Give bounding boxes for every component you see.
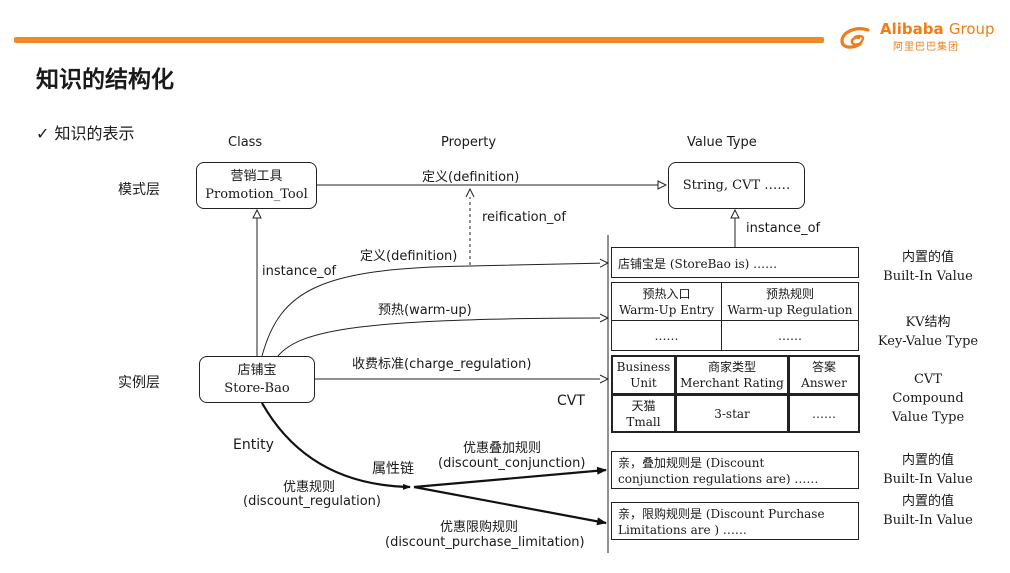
kv-value-1: …… (611, 320, 722, 351)
header-accent-bar (14, 37, 824, 43)
node-promotion-tool-en: Promotion_Tool (205, 186, 308, 202)
note-cvt-l3: Value Type (891, 410, 965, 425)
cvt-cell-3-star-text: 3-star (714, 406, 750, 421)
node-store-bao-en: Store-Bao (224, 380, 290, 396)
column-value-type: Value Type (687, 135, 757, 150)
kv-header-1-en: Warm-Up Entry (618, 302, 715, 317)
logo-subtitle: 阿里巴巴集团 (893, 42, 959, 53)
cvt-cell-tmall-l2: Tmall (626, 414, 661, 429)
cvt-cell-tmall-l1: 天猫 (631, 398, 656, 413)
note-cvt-l2: Compound (892, 391, 964, 406)
value-storebao-is-text: 店铺宝是 (StoreBao is) …… (618, 257, 778, 271)
column-property: Property (441, 135, 497, 150)
note-builtin-3-zh: 内置的值 (901, 494, 954, 509)
layer-schema: 模式层 (118, 182, 160, 198)
value-discount-purchase-l2: Limitations are ) …… (618, 523, 747, 537)
edge-discount-regulation-zh: 优惠规则 (283, 480, 336, 495)
edge-charge-regulation: 收费标准(charge_regulation) (352, 357, 532, 372)
cvt-header-merchant-rating-l1: 商家类型 (707, 360, 756, 374)
edge-instance-of-right: instance_of (746, 221, 821, 236)
node-promotion-tool: 营销工具 Promotion_Tool (196, 162, 317, 209)
edge-reification-of: reification_of (482, 210, 566, 225)
kv-header-2: 预热规则 Warm-up Regulation (721, 282, 859, 321)
note-cvt-l1: CVT (913, 372, 942, 387)
cvt-header-answer: 答案 Answer (788, 355, 860, 395)
value-discount-conjunction: 亲，叠加规则是 (Discount conjunction regulation… (611, 451, 859, 489)
note-builtin-2: 内置的值 Built-In Value (873, 451, 983, 489)
cvt-header-business-unit-l2: Unit (630, 376, 657, 390)
kv-header-1: 预热入口 Warm-Up Entry (611, 282, 722, 321)
note-builtin-3-en: Built-In Value (883, 513, 973, 528)
kv-value-2: …… (721, 320, 859, 351)
cvt-header-merchant-rating: 商家类型 Merchant Rating (675, 355, 789, 395)
value-discount-conjunction-l2: conjunction regulations are) …… (618, 472, 819, 486)
node-value-type: String, CVT …… (668, 162, 805, 209)
cvt-cell-ellipsis: …… (788, 394, 860, 433)
edge-discount-purchase-zh: 优惠限购规则 (440, 520, 519, 535)
note-builtin-2-zh: 内置的值 (901, 453, 954, 468)
column-class: Class (228, 135, 263, 150)
kv-header-2-zh: 预热规则 (765, 286, 814, 301)
cvt-header-answer-l2: Answer (801, 376, 847, 390)
kv-value-2-text: …… (778, 328, 802, 343)
note-builtin-1: 内置的值 Built-In Value (873, 248, 983, 286)
cvt-header-merchant-rating-l2: Merchant Rating (680, 376, 784, 390)
edge-discount-purchase-en: (discount_purchase_limitation) (385, 535, 585, 550)
logo-group: Group (948, 20, 995, 38)
edge-entity: Entity (233, 437, 274, 453)
cvt-cell-3-star: 3-star (675, 394, 789, 433)
edge-warm-up: 预热(warm-up) (378, 303, 472, 318)
node-store-bao-zh: 店铺宝 (237, 362, 277, 378)
node-promotion-tool-zh: 营销工具 (230, 168, 283, 184)
note-kv: KV结构 Key-Value Type (873, 313, 983, 351)
cvt-cell-tmall: 天猫 Tmall (611, 394, 676, 433)
value-discount-conjunction-l1: 亲，叠加规则是 (Discount (618, 456, 765, 470)
section-subtitle: ✓ 知识的表示 (36, 124, 135, 143)
edge-discount-conjunction-zh: 优惠叠加规则 (463, 441, 542, 456)
note-kv-en: Key-Value Type (877, 334, 979, 349)
kv-value-1-text: …… (654, 328, 679, 343)
note-kv-zh: KV结构 (905, 315, 951, 330)
node-value-type-label: String, CVT …… (682, 177, 791, 193)
value-discount-purchase: 亲，限购规则是 (Discount Purchase Limitations a… (611, 502, 859, 540)
cvt-header-business-unit-l1: Business (616, 360, 671, 374)
logo-name: Alibaba (880, 20, 944, 38)
logo-wordmark: Alibaba Group (880, 20, 995, 38)
value-discount-purchase-l1: 亲，限购规则是 (Discount Purchase (618, 507, 825, 521)
alibaba-logo-icon (840, 27, 870, 49)
cvt-header-business-unit: Business Unit (611, 355, 676, 395)
cvt-header-answer-l1: 答案 (811, 360, 836, 374)
note-builtin-1-zh: 内置的值 (901, 250, 954, 265)
edge-discount-regulation-en: (discount_regulation) (243, 494, 381, 509)
cvt-cell-ellipsis-text: …… (812, 406, 836, 421)
page-title: 知识的结构化 (36, 67, 174, 93)
edge-instance-of-left: instance_of (262, 264, 337, 279)
edge-discount-conjunction-en: (discount_conjunction) (438, 456, 586, 471)
kv-header-1-zh: 预热入口 (642, 286, 691, 301)
layer-instance: 实例层 (118, 375, 160, 391)
node-store-bao: 店铺宝 Store-Bao (199, 356, 315, 403)
note-builtin-1-en: Built-In Value (883, 269, 973, 284)
edge-instance-definition: 定义(definition) (360, 249, 458, 264)
note-builtin-2-en: Built-In Value (883, 472, 973, 487)
value-storebao-is: 店铺宝是 (StoreBao is) …… (611, 247, 859, 278)
edge-property-chain: 属性链 (372, 461, 414, 477)
kv-header-2-en: Warm-up Regulation (727, 302, 853, 317)
note-cvt: CVT Compound Value Type (873, 370, 983, 427)
edge-cvt: CVT (557, 393, 585, 409)
edge-schema-definition: 定义(definition) (422, 170, 520, 185)
note-builtin-3: 内置的值 Built-In Value (873, 492, 983, 530)
